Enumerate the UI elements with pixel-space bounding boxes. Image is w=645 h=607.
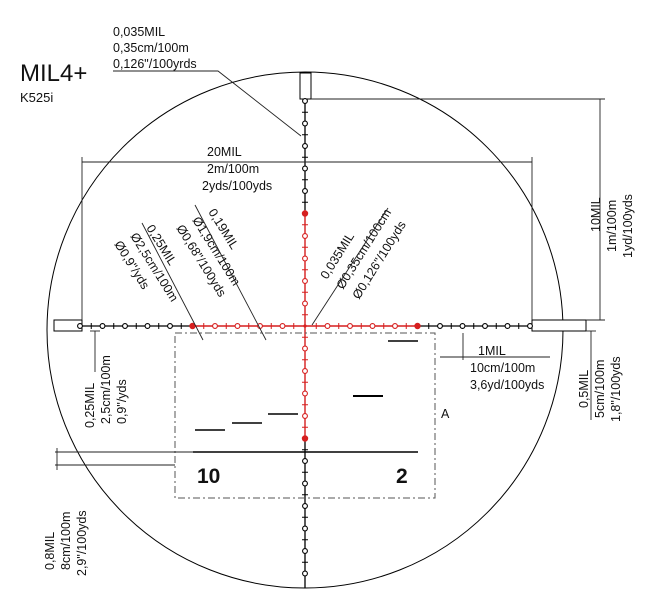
hold-dot bbox=[302, 480, 308, 487]
hold-dot bbox=[302, 345, 308, 352]
svg-text:2yds/100yds: 2yds/100yds bbox=[202, 179, 272, 193]
svg-text:0,8MIL: 0,8MIL bbox=[43, 532, 57, 570]
svg-text:0,5MIL: 0,5MIL bbox=[577, 370, 591, 408]
svg-text:2m/100m: 2m/100m bbox=[207, 162, 259, 176]
callout-019mil-dot: 0,19MIL Ø1,9cm/100m Ø0,68"/100yds bbox=[173, 204, 267, 341]
svg-text:2,5cm/100m: 2,5cm/100m bbox=[99, 355, 113, 424]
svg-text:3,6yd/100yds: 3,6yd/100yds bbox=[470, 378, 544, 392]
range-number-left: 10 bbox=[197, 465, 220, 488]
reticle-subtension-marks bbox=[77, 98, 533, 577]
aiming-dot bbox=[414, 322, 421, 330]
hold-dot bbox=[279, 323, 286, 329]
hold-dot bbox=[302, 165, 308, 172]
svg-text:0,9"/yds: 0,9"/yds bbox=[115, 379, 129, 424]
rangefinder-box bbox=[174, 332, 436, 499]
reticle-title: MIL4+ bbox=[20, 60, 87, 87]
svg-text:0,035MIL: 0,035MIL bbox=[113, 25, 165, 39]
hold-dot bbox=[302, 278, 308, 284]
hold-dot bbox=[392, 323, 398, 329]
hold-dot bbox=[144, 323, 151, 329]
svg-text:20MIL: 20MIL bbox=[207, 145, 242, 159]
hold-dot bbox=[212, 323, 218, 329]
range-number-right: 2 bbox=[396, 465, 408, 488]
hold-dot bbox=[527, 323, 533, 329]
callout-05mil-vertical: 0,5MIL 5cm/100m 1,8"/100yds bbox=[577, 330, 623, 422]
hold-dot bbox=[302, 143, 308, 149]
svg-text:5cm/100m: 5cm/100m bbox=[593, 360, 607, 418]
aiming-dot bbox=[301, 435, 309, 442]
svg-text:0,25MIL: 0,25MIL bbox=[83, 383, 97, 428]
svg-text:1MIL: 1MIL bbox=[478, 344, 506, 358]
hold-dot bbox=[302, 188, 308, 194]
hold-dot bbox=[167, 323, 173, 329]
hold-dot bbox=[302, 98, 308, 104]
crosshair bbox=[82, 99, 532, 588]
hold-dot bbox=[302, 390, 308, 397]
hold-dot bbox=[302, 458, 308, 464]
callout-10mil-vertical: 10MIL 1m/100m 1yd/100yds bbox=[311, 98, 635, 321]
hold-dot bbox=[302, 413, 308, 419]
svg-text:1m/100m: 1m/100m bbox=[605, 200, 619, 252]
box-label: A bbox=[441, 407, 450, 421]
aiming-dot bbox=[301, 210, 309, 217]
post-top bbox=[299, 72, 312, 100]
holdover-bars bbox=[193, 340, 418, 453]
callout-1mil: 1MIL 10cm/100m 3,6yd/100yds bbox=[440, 333, 550, 392]
svg-text:10MIL: 10MIL bbox=[589, 197, 603, 232]
svg-text:1yd/100yds: 1yd/100yds bbox=[621, 194, 635, 258]
hold-dot bbox=[302, 570, 308, 577]
hold-dot bbox=[347, 323, 353, 329]
hold-dot bbox=[302, 503, 308, 509]
hold-dot bbox=[302, 233, 308, 239]
hold-dot bbox=[302, 525, 308, 532]
hold-dot bbox=[369, 323, 376, 329]
hold-dot bbox=[437, 323, 443, 329]
callout-20mil-span: 20MIL 2m/100m 2yds/100yds bbox=[81, 145, 533, 320]
hold-dot bbox=[122, 323, 128, 329]
hold-dot bbox=[302, 368, 308, 374]
hold-dot bbox=[77, 323, 83, 329]
hold-dot bbox=[99, 323, 106, 329]
svg-text:10cm/100m: 10cm/100m bbox=[470, 361, 535, 375]
center-dot bbox=[303, 324, 307, 328]
hold-dot bbox=[302, 300, 308, 307]
hold-dot bbox=[482, 323, 488, 329]
svg-text:2,9"/100yds: 2,9"/100yds bbox=[75, 510, 89, 576]
svg-text:0,35cm/100m: 0,35cm/100m bbox=[113, 41, 189, 55]
aiming-dot bbox=[189, 322, 196, 330]
callout-top-dot: 0,035MIL 0,35cm/100m 0,126"/100yrds bbox=[113, 25, 302, 137]
hold-dot bbox=[302, 120, 308, 127]
hold-dot bbox=[504, 323, 511, 329]
callout-0035mil-dot: 0,035MIL Ø0,35cm/100cm Ø0,126"/100yds bbox=[311, 206, 409, 326]
svg-text:8cm/100m: 8cm/100m bbox=[59, 512, 73, 570]
hold-dot bbox=[459, 323, 466, 329]
post-right bbox=[531, 319, 587, 332]
reticle-subtitle: K525i bbox=[20, 90, 53, 105]
svg-text:1,8"/100yds: 1,8"/100yds bbox=[609, 356, 623, 422]
hold-dot bbox=[234, 323, 241, 329]
hold-dot bbox=[302, 255, 308, 262]
callout-08mil: 0,8MIL 8cm/100m 2,9"/100yds bbox=[43, 448, 193, 576]
hold-dot bbox=[302, 548, 308, 554]
hold-dot bbox=[324, 323, 331, 329]
svg-text:0,126"/100yrds: 0,126"/100yrds bbox=[113, 57, 197, 71]
callout-025mil-vertical: 0,25MIL 2,5cm/100m 0,9"/yds bbox=[83, 330, 129, 428]
